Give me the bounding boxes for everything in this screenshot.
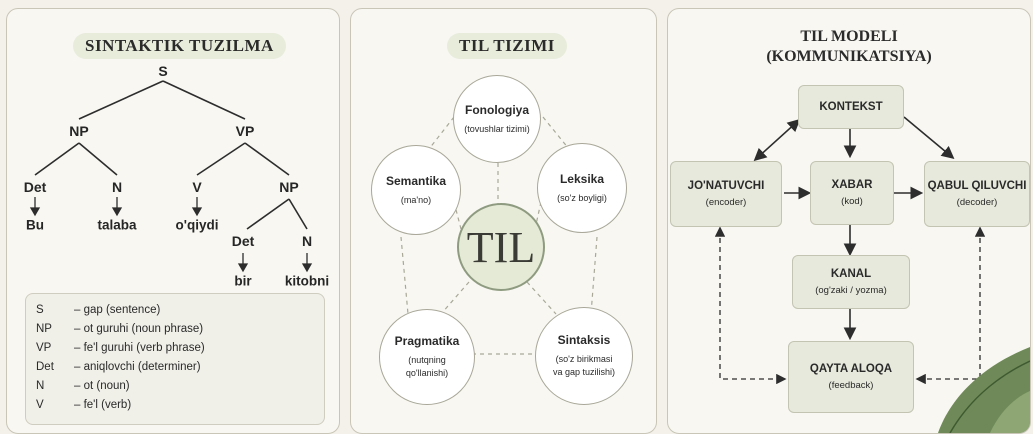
legend-row: N– ot (noun) bbox=[36, 380, 130, 392]
panel-title-system: TIL TIZIMI bbox=[447, 33, 567, 59]
legend-row: VP– fe'l guruhi (verb phrase) bbox=[36, 342, 205, 354]
tree-node-n2: N bbox=[301, 233, 313, 249]
legend-row: S– gap (sentence) bbox=[36, 304, 161, 316]
tree-node-v: V bbox=[192, 179, 202, 195]
tree-node-det: Det bbox=[23, 179, 47, 195]
tree-node-np2: NP bbox=[279, 179, 299, 195]
box-xabar: XABAR (kod) bbox=[810, 161, 894, 225]
legend-row: Det– aniqlovchi (determiner) bbox=[36, 361, 201, 373]
syntax-tree-lines bbox=[29, 80, 313, 273]
communication-model-panel: TIL MODELI (KOMMUNIKATSIYA) KONTEKST bbox=[667, 8, 1031, 434]
legend-row: NP– ot guruhi (noun phrase) bbox=[36, 323, 204, 335]
panel-title-syntax: SINTAKTIK TUZILMA bbox=[73, 33, 286, 59]
tree-node-s: S bbox=[158, 63, 168, 79]
panel-title-model: TIL MODELI (KOMMUNIKATSIYA) bbox=[766, 28, 932, 65]
tree-word-bir: bir bbox=[234, 273, 252, 289]
node-fonologiya: Fonologiya (tovushlar tizimi) bbox=[453, 75, 541, 163]
tree-word-bu: Bu bbox=[26, 217, 44, 233]
tree-word-talaba: talaba bbox=[97, 217, 137, 233]
leaf-decoration-icon bbox=[938, 347, 1030, 433]
box-jonatuvchi: JO'NATUVCHI (encoder) bbox=[670, 161, 782, 227]
box-kontekst: KONTEKST bbox=[798, 85, 904, 129]
tree-word-kitobni: kitobni bbox=[284, 273, 330, 289]
legend-row: V– fe'l (verb) bbox=[36, 399, 132, 411]
node-til-center: TIL bbox=[457, 203, 545, 291]
tree-node-n: N bbox=[111, 179, 123, 195]
abbreviation-legend: S– gap (sentence) NP– ot guruhi (noun ph… bbox=[25, 293, 325, 425]
tree-node-det2: Det bbox=[231, 233, 255, 249]
node-semantika: Semantika (ma'no) bbox=[371, 145, 461, 235]
model-arrows bbox=[714, 116, 986, 385]
tree-node-np: NP bbox=[69, 123, 89, 139]
node-leksika: Leksika (so'z boyligi) bbox=[537, 143, 627, 233]
syntax-tree-panel: SINTAKTIK TUZILMA S NP VP Det N V NP Det… bbox=[6, 8, 340, 434]
box-qayta-aloqa: QAYTA ALOQA (feedback) bbox=[788, 341, 914, 413]
tree-node-vp: VP bbox=[235, 123, 255, 139]
box-qabul-qiluvchi: QABUL QILUVCHI (decoder) bbox=[924, 161, 1030, 227]
system-connector-lines bbox=[400, 116, 598, 355]
tree-word-oqiydi: o'qiydi bbox=[175, 217, 219, 233]
box-kanal: KANAL (og'zaki / yozma) bbox=[792, 255, 910, 309]
language-system-panel: TIL TIZIMI Fonologiya (tovushlar tizimi)… bbox=[350, 8, 657, 434]
